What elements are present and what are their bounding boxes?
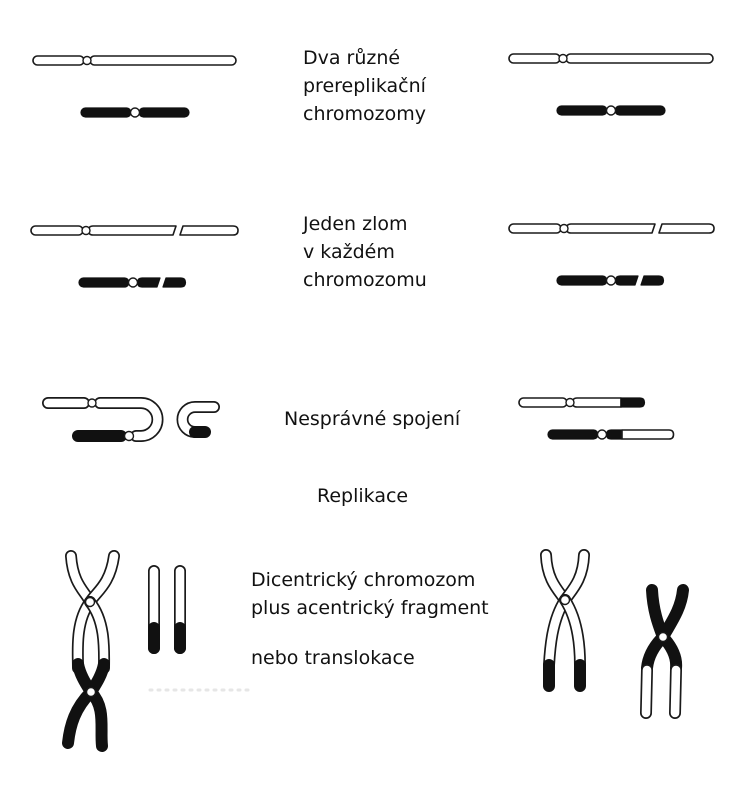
label-line: Dicentrický chromozom (251, 569, 476, 591)
long-white-chromosome (32, 55, 237, 66)
dicentric-replicated-chromosome (62, 550, 120, 752)
long-white-chromosome-with-break (508, 223, 715, 234)
label-two-prereplication-chromosomes: Dva různé prereplikační chromozomy (303, 44, 426, 128)
right-broken-pair (508, 223, 715, 286)
label-incorrect-joining: Nesprávné spojení (284, 405, 460, 433)
right-translocated-chromosomes (518, 397, 675, 440)
translocated-white-chromosome (518, 397, 646, 408)
label-line: Nesprávné spojení (284, 408, 461, 430)
label-line: Replikace (317, 485, 409, 507)
left-broken-pair (30, 225, 239, 288)
label-result: Dicentrický chromozom plus acentrický fr… (251, 566, 489, 672)
label-replication: Replikace (317, 482, 408, 510)
acentric-fragment (148, 565, 186, 654)
label-line: prereplikační (303, 75, 426, 97)
short-black-chromosome (556, 105, 666, 116)
label-line: Jeden zlom (303, 213, 408, 235)
translocation-black-centromere-chromosome (640, 584, 689, 719)
label-line: Dva různé (303, 47, 401, 69)
label-line: plus acentrický fragment (251, 597, 489, 619)
label-line: v každém (303, 241, 395, 263)
long-white-chromosome (508, 53, 714, 64)
translocation-white-centromere-chromosome (540, 549, 590, 692)
translocated-black-chromosome (547, 429, 675, 440)
short-black-chromosome-with-break (78, 277, 187, 288)
right-prereplication-pair (508, 53, 714, 116)
label-line: nebo translokace (251, 647, 415, 669)
acentric-joined-fragment (176, 401, 220, 438)
long-white-chromosome-with-break (30, 225, 239, 236)
label-one-break-each: Jeden zlom v každém chromozomu (303, 210, 427, 294)
left-prereplication-pair (32, 55, 237, 118)
short-black-chromosome-with-break (556, 275, 665, 286)
short-black-chromosome (80, 107, 190, 118)
label-line: chromozomy (303, 103, 426, 125)
left-misjoined-chromosomes (42, 397, 220, 442)
label-line: chromozomu (303, 269, 427, 291)
dicentric-joined-chromosome (42, 397, 164, 442)
